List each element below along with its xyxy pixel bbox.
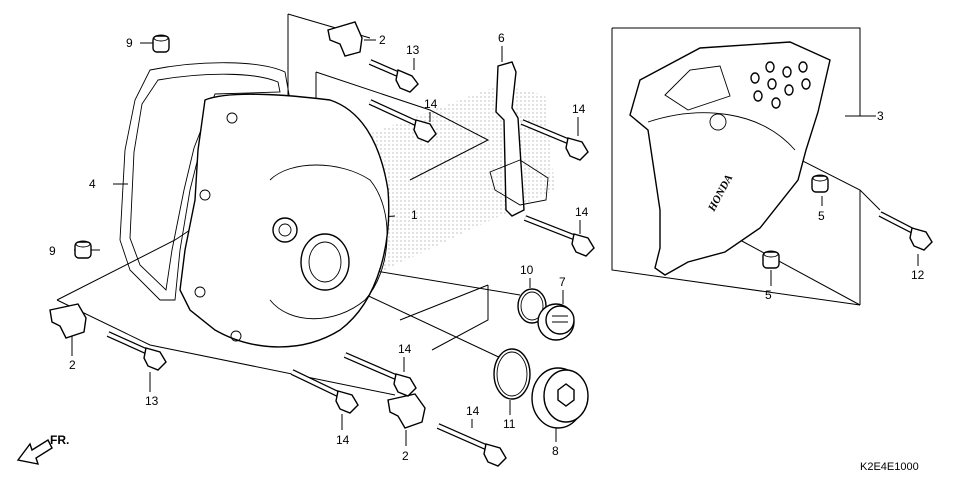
vent-holes [750, 61, 811, 109]
front-arrow-icon [16, 438, 53, 465]
callout-9: 9 [49, 244, 56, 258]
gasket-inner [129, 73, 281, 291]
callout-13: 13 [406, 43, 420, 57]
cover-boss [272, 217, 298, 243]
bolt-14e [290, 369, 359, 414]
collar-9b [74, 240, 92, 259]
front-arrow-label: FR. [50, 433, 69, 447]
collar-5b [762, 250, 780, 269]
bolt-hole [199, 189, 211, 201]
callout-12: 12 [911, 268, 925, 282]
bolt-14d [343, 352, 417, 397]
leader-lines [56, 13, 881, 396]
callout-4: 4 [89, 177, 96, 191]
oil-filler-hole [300, 233, 350, 291]
callout-13: 13 [145, 394, 159, 408]
callout-2: 2 [402, 449, 409, 463]
bolt-hole [194, 286, 206, 298]
callout-1: 1 [411, 208, 418, 222]
callout-14: 14 [572, 102, 586, 116]
plug-7 [537, 303, 575, 341]
collar-5a [811, 174, 829, 193]
callout-14: 14 [398, 342, 412, 356]
sprocket-cover-rim [647, 112, 796, 151]
callout-14: 14 [575, 205, 589, 219]
callout-8: 8 [552, 444, 559, 458]
callout-3: 3 [877, 109, 884, 123]
o-ring-11-inner [496, 351, 528, 397]
callout-11: 11 [503, 417, 516, 431]
cover-rim [269, 164, 388, 320]
sprocket-cover [629, 41, 831, 276]
collar-9a [152, 34, 170, 53]
bolt-hole [226, 112, 238, 124]
bracket-arm [489, 159, 549, 206]
callout-9: 9 [126, 36, 133, 50]
diagram-code: K2E4E1000 [860, 461, 919, 473]
callout-14: 14 [424, 97, 438, 111]
oil-filler-inner [308, 241, 342, 283]
bolt-12 [878, 211, 933, 251]
bolt-13a [368, 59, 419, 93]
bolt-hole [230, 330, 242, 342]
callout-ticks [71, 39, 919, 446]
bracket [495, 61, 525, 217]
sprocket-cover-groove [664, 65, 731, 111]
o-ring-11 [493, 348, 531, 400]
callout-5: 5 [765, 288, 772, 302]
callout-2: 2 [69, 358, 76, 372]
gasket [119, 62, 291, 301]
callout-5: 5 [818, 209, 825, 223]
cover-boss-inner [278, 223, 292, 237]
clamp-2a [327, 21, 363, 57]
plug-8 [531, 367, 589, 429]
bolt-13b [106, 331, 167, 371]
callout-10: 10 [520, 263, 534, 277]
callout-7: 7 [559, 275, 566, 289]
bolt-14f [436, 423, 507, 467]
callout-14: 14 [336, 433, 350, 447]
clamp-2c [387, 393, 426, 429]
o-ring-10-inner [520, 291, 544, 321]
cover-hole [709, 113, 727, 131]
bolt-14c [523, 215, 595, 257]
callout-6: 6 [498, 31, 505, 45]
bolt-14b [520, 119, 589, 161]
bolt-14a [368, 99, 437, 143]
clamp-2b [49, 303, 87, 339]
callout-14: 14 [466, 404, 480, 418]
callout-2: 2 [379, 33, 386, 47]
